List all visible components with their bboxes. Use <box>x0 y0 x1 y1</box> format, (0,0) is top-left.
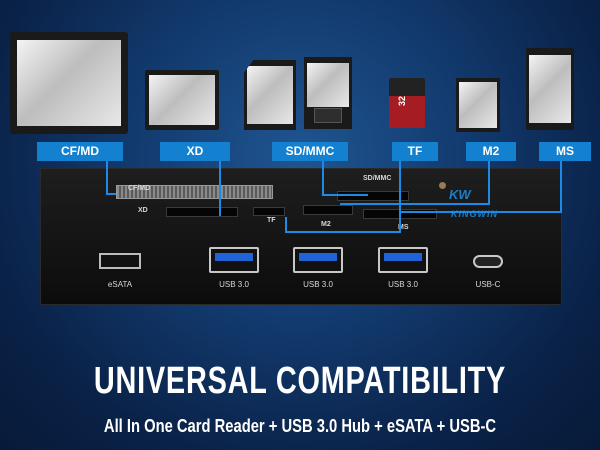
port-label-usb-2: USB 3.0 <box>303 280 333 289</box>
m2-card-image <box>456 78 500 132</box>
connector-line-tf-h <box>285 231 401 233</box>
connector-line-tf-v <box>285 217 287 233</box>
sd-card-image <box>244 60 296 130</box>
tf-card-image: 32 <box>389 78 425 128</box>
connector-line-sd <box>322 161 324 196</box>
headline: UNIVERSAL COMPATIBILITY <box>93 360 507 402</box>
activity-led-icon <box>439 182 446 189</box>
port-label-esata: eSATA <box>107 280 133 289</box>
tf-slot[interactable] <box>253 207 285 216</box>
panel-label-sd: SD/MMC <box>363 175 392 182</box>
connector-line-tf <box>399 161 401 233</box>
esata-port[interactable] <box>99 253 141 269</box>
sd-slot[interactable] <box>337 191 409 201</box>
label-cf-md: CF/MD <box>37 142 123 161</box>
port-label-usb-1: USB 3.0 <box>219 280 249 289</box>
label-xd: XD <box>160 142 230 161</box>
port-label-usb-3: USB 3.0 <box>388 280 418 289</box>
brand-name: KINGWIN <box>451 209 498 219</box>
m2-slot[interactable] <box>303 205 353 215</box>
kingwin-logo: KW <box>449 187 471 202</box>
label-tf: TF <box>392 142 438 161</box>
connector-line-m2-h <box>340 203 490 205</box>
xd-slot[interactable] <box>166 207 238 217</box>
connector-line-ms-h <box>400 211 562 213</box>
usb3-port-3[interactable] <box>378 247 428 273</box>
cf-slot[interactable] <box>116 185 273 199</box>
label-m2: M2 <box>466 142 516 161</box>
panel-label-xd: XD <box>138 207 148 214</box>
usb3-port-2[interactable] <box>293 247 343 273</box>
cf-card-image <box>10 32 128 134</box>
port-label-usb-c: USB-C <box>475 280 501 289</box>
xd-card-image <box>145 70 219 130</box>
ms-card-image <box>526 48 574 130</box>
connector-line-cf <box>106 161 108 195</box>
connector-line-xd <box>219 161 221 216</box>
usb-c-port[interactable] <box>473 255 503 268</box>
panel-label-ms: MS <box>398 224 409 231</box>
connector-line-m2 <box>488 161 490 205</box>
mmc-card-image <box>304 57 352 129</box>
panel-label-tf: TF <box>267 217 276 224</box>
connector-line-ms <box>560 161 562 213</box>
tf-card-capacity: 32 <box>397 95 407 106</box>
front-panel: CF/MD XD TF M2 SD/MMC MS KW KINGWIN eSAT… <box>40 168 562 305</box>
usb3-port-1[interactable] <box>209 247 259 273</box>
panel-label-cf: CF/MD <box>128 185 151 192</box>
connector-line-sd-h <box>322 194 368 196</box>
label-ms: MS <box>539 142 591 161</box>
connector-line-cf-h <box>106 193 116 195</box>
label-sd-mmc: SD/MMC <box>272 142 348 161</box>
subheadline: All In One Card Reader + USB 3.0 Hub + e… <box>103 416 497 436</box>
panel-label-m2: M2 <box>321 221 331 228</box>
